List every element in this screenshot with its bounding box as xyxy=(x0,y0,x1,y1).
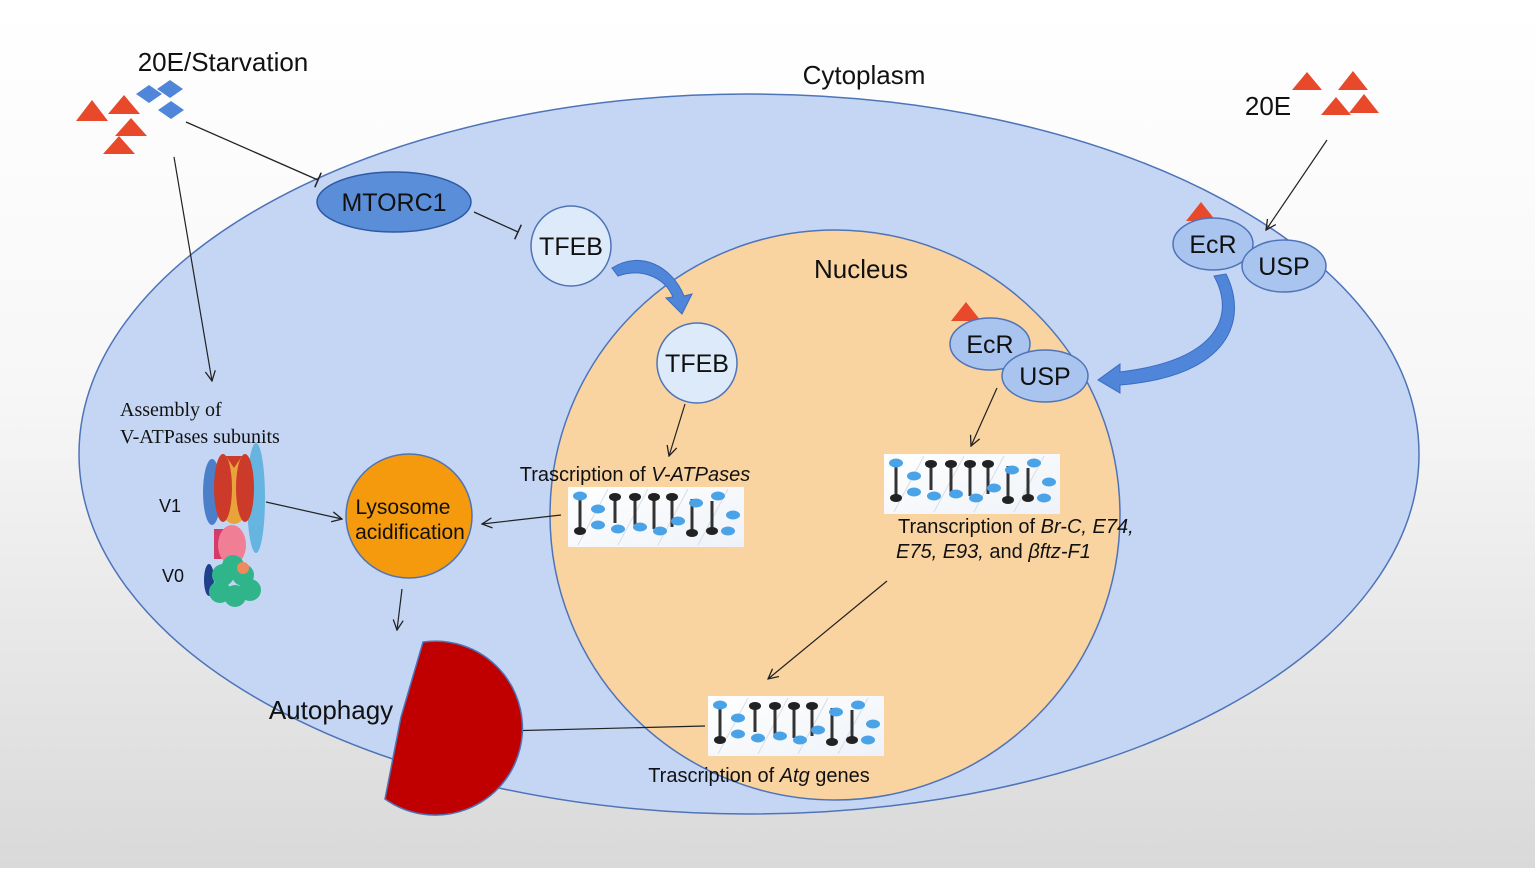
lysosome-label-line2: acidification xyxy=(355,521,465,544)
dna-strand-icon xyxy=(706,694,886,758)
usp-cyto-label: USP xyxy=(1258,253,1309,281)
triangle-hormone-icon xyxy=(951,302,981,321)
assembly-label-line1: Assembly of xyxy=(120,399,222,421)
early-genes-to-atg-arrow xyxy=(768,580,888,679)
ecr-to-transcription-arrow xyxy=(971,387,998,446)
atg-transcription-label: Trascription of Atg genes xyxy=(648,765,870,787)
nucleus-label: Nucleus xyxy=(814,254,908,284)
ecr-nuc-node xyxy=(949,317,1031,371)
diamond-signal-icon xyxy=(136,80,184,119)
tfeb-cyto-node xyxy=(530,205,612,287)
triangle-hormone-icon xyxy=(1292,71,1379,115)
usp-cyto-node xyxy=(1241,239,1327,293)
cytoplasm-label: Cytoplasm xyxy=(803,60,926,90)
autophagy-label: Autophagy xyxy=(269,695,393,725)
v1-label: V1 xyxy=(159,496,181,516)
usp-nuc-node xyxy=(1001,349,1089,403)
triangle-hormone-icon xyxy=(76,95,147,154)
stimulus-left-label: 20E/Starvation xyxy=(138,47,309,77)
vatpase-transcription-label: Trascription of V-ATPases xyxy=(520,464,750,486)
stimulus-to-assembly-arrow xyxy=(173,156,212,381)
mtorc1-node xyxy=(316,171,472,233)
ecr-cyto-label: EcR xyxy=(1189,231,1236,259)
inhibit-tfeb-line xyxy=(473,211,522,240)
ecr-transcription-line1: Transcription of Br-C, E74, xyxy=(898,516,1134,538)
usp-nuc-label: USP xyxy=(1019,363,1070,391)
lysosome-node xyxy=(345,453,473,579)
inhibit-mtorc1-line xyxy=(185,121,322,188)
tfeb-cyto-label: TFEB xyxy=(539,233,603,261)
tfeb-to-vatpase-arrow xyxy=(669,403,686,456)
atg-to-autophagy-arrow xyxy=(503,726,706,731)
ecr-cyto-node xyxy=(1172,217,1254,271)
vatpase-tx-to-lysosome-arrow xyxy=(482,514,562,524)
v-atpase-complex-icon xyxy=(203,443,265,607)
ecr-translocation-arrow xyxy=(1097,273,1235,394)
vatpase-to-lysosome-arrow xyxy=(265,501,342,519)
ecr-nuc-label: EcR xyxy=(966,331,1013,359)
dna-strand-icon xyxy=(566,485,746,549)
hormone-to-ecr-arrow xyxy=(1266,139,1328,230)
lysosome-to-autophagy-arrow xyxy=(397,588,402,630)
stimulus-right-label: 20E xyxy=(1245,91,1291,121)
pacman-autophagy-icon xyxy=(384,640,524,816)
dna-strand-icon xyxy=(882,452,1062,516)
v0-label: V0 xyxy=(162,566,184,586)
mtorc1-label: MTORC1 xyxy=(341,189,446,217)
tfeb-nuc-label: TFEB xyxy=(665,350,729,378)
assembly-label-line2: V-ATPases subunits xyxy=(120,426,280,448)
tfeb-nuc-node xyxy=(656,322,738,404)
triangle-hormone-icon xyxy=(1186,202,1216,221)
ecr-transcription-line2: E75, E93, and βftz-F1 xyxy=(896,541,1091,563)
tfeb-translocation-arrow xyxy=(611,259,693,315)
lysosome-label-line1: Lysosome xyxy=(356,496,451,519)
